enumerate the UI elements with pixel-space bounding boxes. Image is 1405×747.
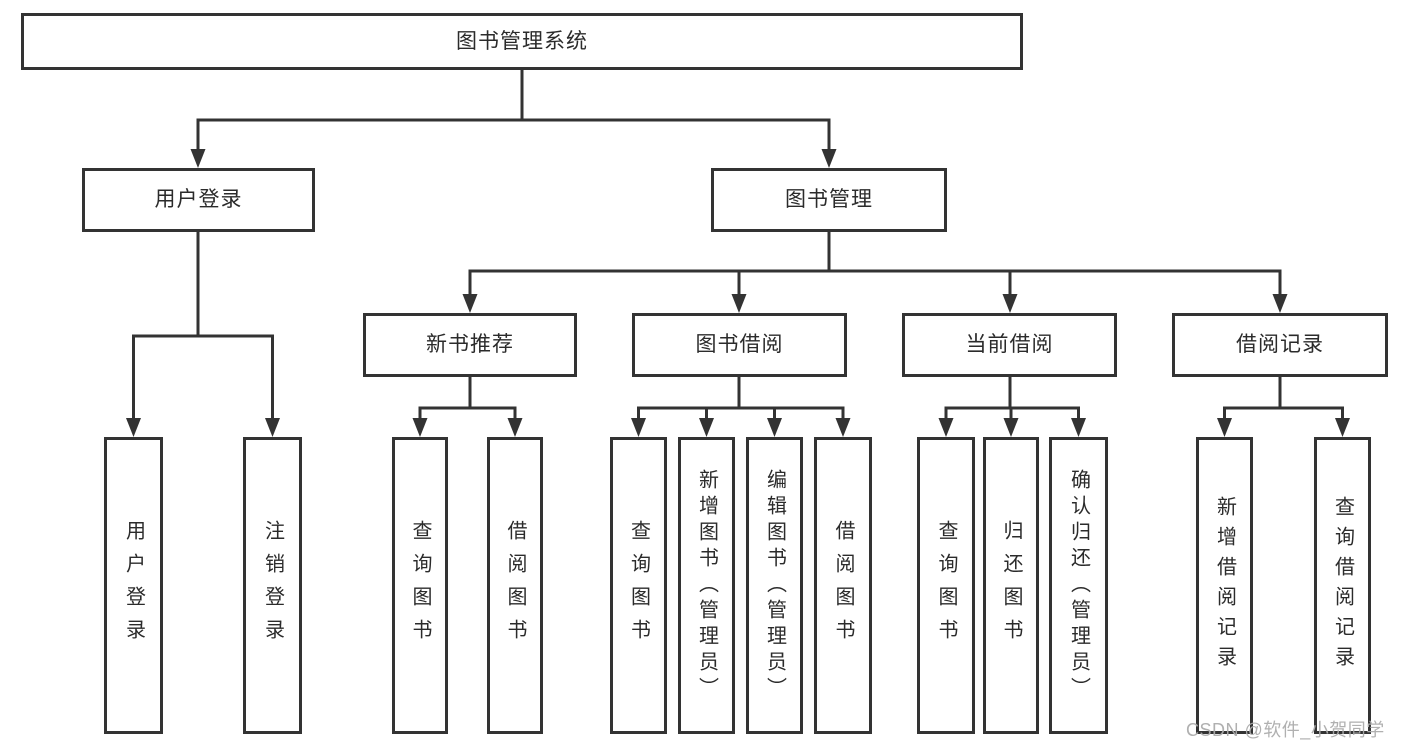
node-leaf-query-book-3: 查询图书 xyxy=(917,437,975,734)
leaf-label: 注销登录 xyxy=(261,519,284,652)
node-leaf-borrow-book-1: 借阅图书 xyxy=(487,437,543,734)
node-leaf-edit-book-admin: 编辑图书（管理员） xyxy=(746,437,803,734)
leaf-label: 用户登录 xyxy=(122,519,145,652)
leaf-label: 借阅图书 xyxy=(504,519,526,652)
leaf-label: 查询借阅记录 xyxy=(1331,495,1354,676)
node-leaf-query-borrow-record: 查询借阅记录 xyxy=(1314,437,1371,734)
node-leaf-query-book-2: 查询图书 xyxy=(610,437,667,734)
node-user-login: 用户登录 xyxy=(82,168,315,232)
node-leaf-borrow-book-2: 借阅图书 xyxy=(814,437,872,734)
node-book-management: 图书管理 xyxy=(711,168,947,232)
node-borrow-record: 借阅记录 xyxy=(1172,313,1388,377)
node-root: 图书管理系统 xyxy=(21,13,1023,70)
leaf-label: 归还图书 xyxy=(1000,519,1022,652)
leaf-label: 新增借阅记录 xyxy=(1213,495,1236,676)
node-leaf-add-borrow-record: 新增借阅记录 xyxy=(1196,437,1253,734)
leaf-label: 查询图书 xyxy=(627,519,650,652)
node-leaf-add-book-admin: 新增图书（管理员） xyxy=(678,437,735,734)
leaf-label: 借阅图书 xyxy=(832,519,854,652)
node-current-borrow: 当前借阅 xyxy=(902,313,1117,377)
leaf-label: 新增图书（管理员） xyxy=(695,468,718,703)
csdn-watermark: CSDN @软件_小贺同学 xyxy=(1186,720,1385,740)
leaf-label: 确认归还（管理员） xyxy=(1067,468,1090,703)
leaf-label: 编辑图书（管理员） xyxy=(763,468,786,703)
node-book-borrow: 图书借阅 xyxy=(632,313,847,377)
leaf-label: 查询图书 xyxy=(935,519,957,652)
node-leaf-confirm-return-admin: 确认归还（管理员） xyxy=(1049,437,1108,734)
leaf-label: 查询图书 xyxy=(409,519,431,652)
node-leaf-query-book-1: 查询图书 xyxy=(392,437,448,734)
node-leaf-user-login: 用户登录 xyxy=(104,437,163,734)
node-new-book-recommend: 新书推荐 xyxy=(363,313,577,377)
node-leaf-return-book: 归还图书 xyxy=(983,437,1039,734)
node-leaf-logout: 注销登录 xyxy=(243,437,302,734)
